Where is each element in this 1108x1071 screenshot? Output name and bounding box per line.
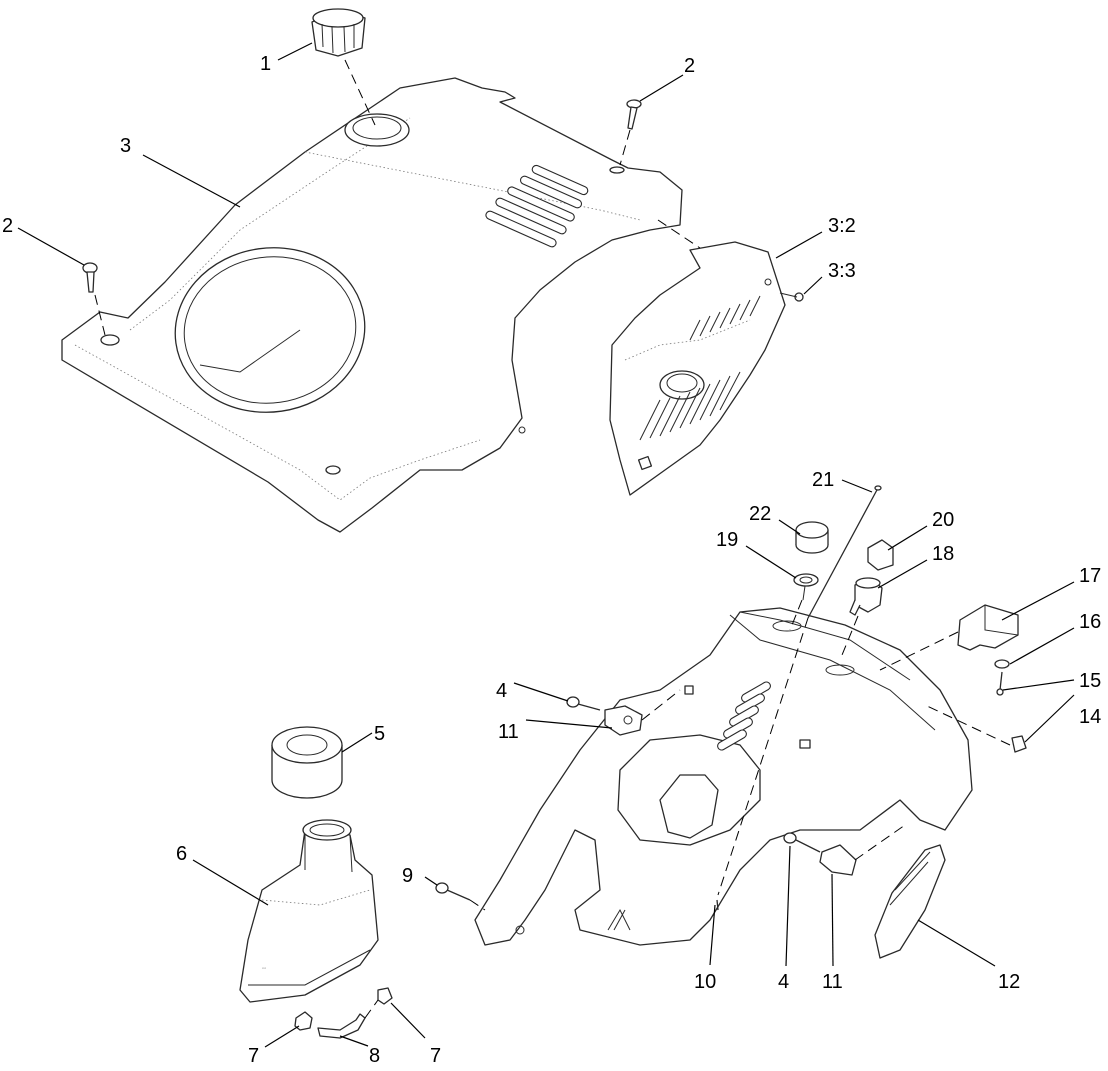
callout-3-3: 3:3 [828,260,856,282]
switch-part-17 [957,604,1019,651]
callout-2-top: 2 [684,55,695,77]
bolt-part-9 [435,882,471,901]
screw-part-3-3 [779,292,804,302]
callout-11-lower: 11 [822,971,843,993]
callout-4-upper: 4 [496,680,507,702]
callout-8: 8 [369,1045,380,1067]
screw-part-15 [996,671,1004,696]
rod-part-21 [807,485,882,619]
callout-9: 9 [402,865,413,887]
callout-17: 17 [1079,565,1101,587]
callout-labels: 1 2 3 2 3:2 3:3 21 22 20 19 18 17 16 15 … [2,53,1101,1067]
side-panel-vent-slots [639,295,761,441]
engine-shroud-part-3 [61,77,683,533]
control-housing-part [474,607,973,946]
callout-20: 20 [932,509,954,531]
pin-part-10 [716,899,719,911]
grommet-part-5 [271,726,343,799]
callout-3: 3 [120,135,131,157]
control-housing-slots [717,681,771,751]
clip-part-14 [1011,735,1027,753]
callout-21: 21 [812,469,834,491]
key-part-20 [867,539,894,571]
fitting-part-7-left [294,1011,313,1031]
callout-3-2: 3:2 [828,215,856,237]
screw-part-4-upper [566,696,601,711]
callout-16: 16 [1079,611,1101,633]
fuel-tank-part-6: ◦◦ [239,819,379,1003]
leader-lines [17,42,1075,1048]
callout-15: 15 [1079,670,1101,692]
fitting-part-7-right [377,987,393,1005]
ignition-switch-part-18 [849,577,883,616]
callout-12: 12 [998,971,1020,993]
side-panel-part-3-2 [609,241,786,496]
callout-11-upper: 11 [498,721,519,743]
callout-18: 18 [932,543,954,565]
screw-part-4-lower [783,832,821,853]
callout-4-lower: 4 [778,971,789,993]
callout-10: 10 [694,971,716,993]
callout-19: 19 [716,529,738,551]
shroud-vent-slots [485,164,589,248]
bracket-part-11-upper [604,705,643,736]
knob-part-22 [795,521,829,554]
washer-part-19 [793,573,819,601]
fuel-line-part-8 [317,1013,366,1039]
side-trim-part-12 [874,844,946,959]
callout-7-left: 7 [248,1045,259,1067]
callout-14: 14 [1079,706,1101,728]
callout-1: 1 [260,53,271,75]
callout-7-right: 7 [430,1045,441,1067]
screw-part-2-left [82,262,98,293]
callout-5: 5 [374,723,385,745]
callout-2-left: 2 [2,215,13,237]
screw-part-2-top [626,99,642,130]
bracket-part-11-lower [819,844,857,876]
svg-text:◦◦: ◦◦ [262,966,266,972]
washer-part-16 [994,659,1010,669]
fuel-cap-part-1 [311,8,366,57]
callout-22: 22 [749,503,771,525]
callout-6: 6 [176,843,187,865]
